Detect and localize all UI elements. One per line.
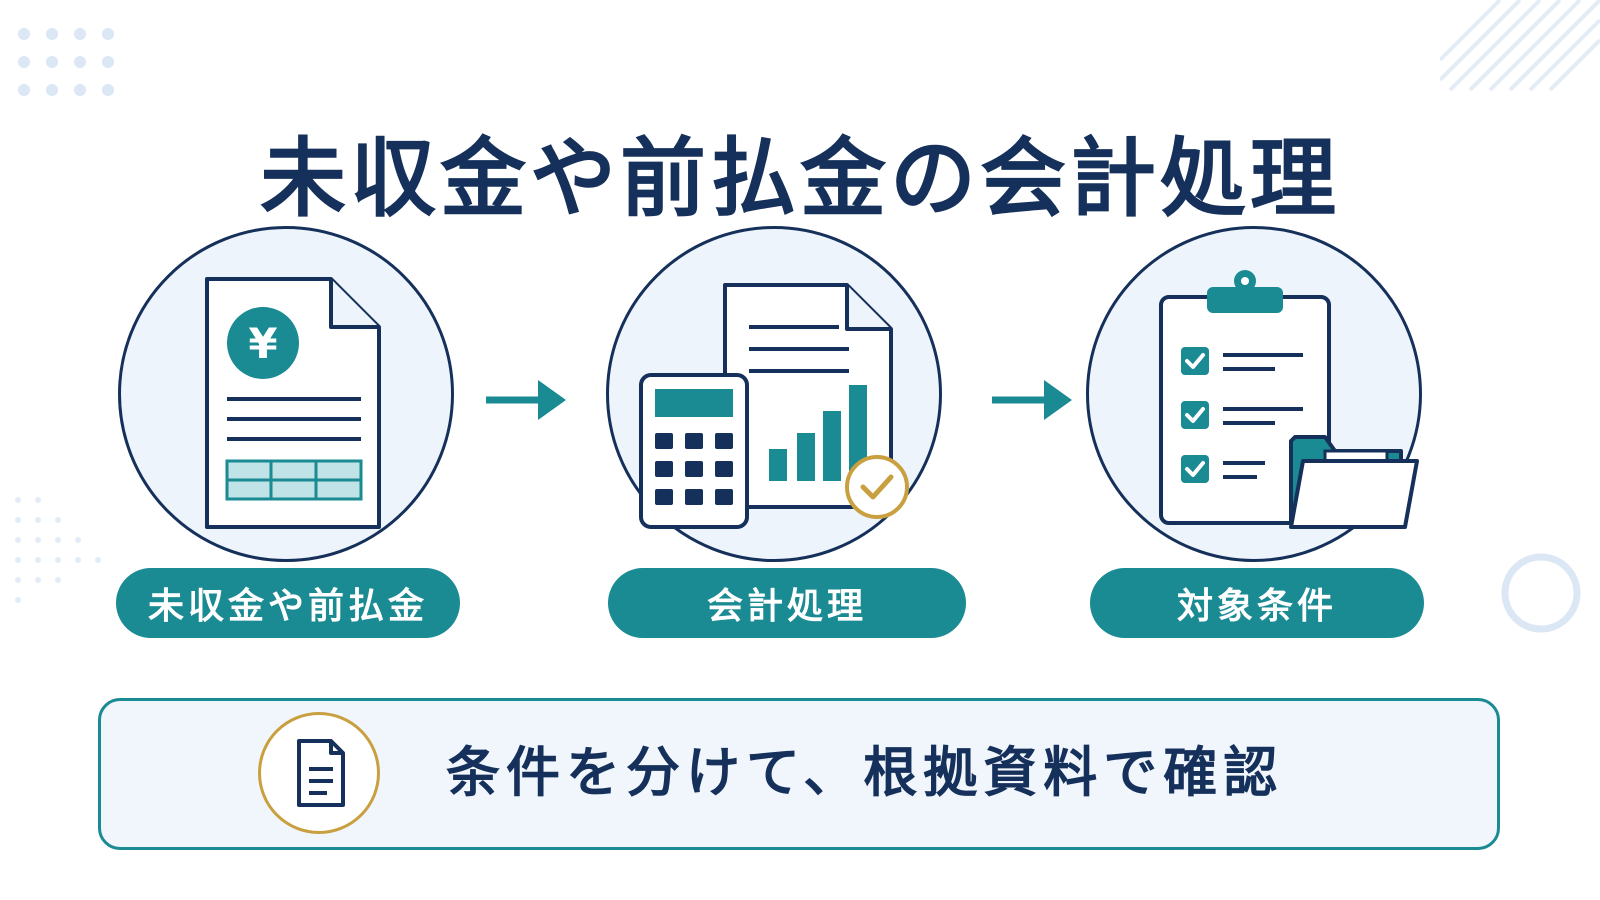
dot-grid-decoration (18, 28, 114, 96)
arrow-right-icon (992, 380, 1072, 420)
arrow-right-icon (486, 380, 566, 420)
step-2-circle (606, 226, 942, 562)
ring-decoration (1501, 553, 1581, 633)
step-1-circle: ¥ (118, 226, 454, 562)
dot-scatter-decoration (15, 497, 101, 603)
step-3-label: 対象条件 (1090, 568, 1424, 638)
step-1-label: 未収金や前払金 (116, 568, 460, 638)
callout-text: 条件を分けて、根拠資料で確認 (446, 741, 1284, 804)
document-icon (297, 739, 345, 807)
step-2-label: 会計処理 (608, 568, 966, 638)
stripe-decoration (1440, 0, 1600, 92)
checklist-clipboard-folder-icon (1159, 270, 1419, 529)
yen-symbol: ¥ (248, 319, 277, 368)
page-title: 未収金や前払金の会計処理 (260, 128, 1340, 229)
step-3-circle (1086, 226, 1422, 562)
yen-invoice-document-icon: ¥ (205, 277, 381, 529)
callout-icon-circle (258, 712, 380, 834)
calculator-chart-icon (639, 283, 909, 529)
